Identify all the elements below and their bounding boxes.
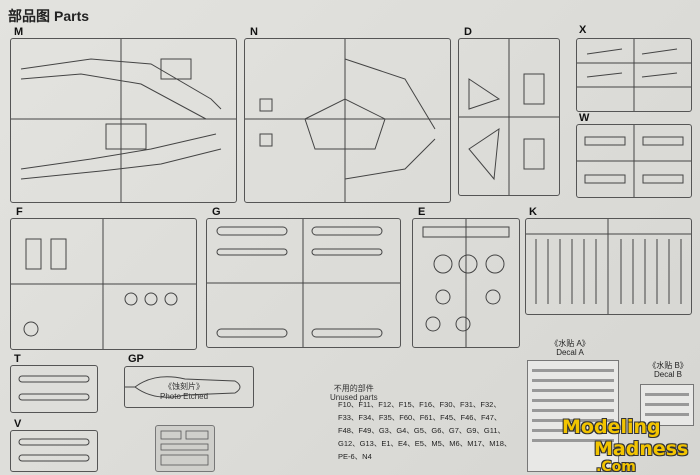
- decal-b-cn: 《水贴 B》: [648, 361, 688, 370]
- sprue-m: [10, 38, 237, 203]
- title-cn: 部品图: [8, 8, 50, 24]
- sprue-v: [10, 430, 98, 472]
- sprue-f: [10, 218, 197, 350]
- sprue-k: [525, 218, 692, 315]
- sprue-t: [10, 365, 98, 413]
- sprue-n: [244, 38, 451, 203]
- unused-parts-heading: 不用的部件 Unused parts: [330, 384, 378, 403]
- sprue-label-e: E: [418, 206, 426, 218]
- unused-en: Unused parts: [330, 392, 378, 402]
- sprue-label-k: K: [529, 206, 537, 218]
- sprue-gp-drawing: [125, 376, 241, 398]
- sprue-d: [458, 38, 560, 196]
- photo-etched-caption: 《蚀刻片》 Photo Etched: [160, 382, 208, 401]
- sprue-n-drawing: [245, 39, 450, 202]
- sprue-m-drawing: [11, 39, 236, 202]
- sprue-g-drawing: [207, 219, 400, 347]
- photo-etched-cn: 《蚀刻片》: [164, 382, 205, 391]
- sprue-label-m: M: [14, 26, 24, 38]
- decal-sheet-b: [640, 384, 694, 426]
- sprue-d-drawing: [459, 39, 559, 195]
- photo-etched-fret: [155, 425, 215, 472]
- decal-a-en: Decal A: [556, 348, 584, 358]
- title-en: Parts: [54, 8, 90, 24]
- photo-etched-en: Photo Etched: [160, 391, 209, 401]
- photo-etched-drawing: [160, 430, 209, 466]
- sprue-e: [412, 218, 520, 348]
- sprue-label-d: D: [464, 26, 472, 38]
- sprue-v-drawing: [18, 438, 90, 462]
- sprue-e-drawing: [422, 219, 510, 347]
- unused-parts-list: F10、F11、F12、F15、F16、F30、F31、F32、F33、F34、…: [338, 400, 512, 461]
- unused-cn: 不用的部件: [333, 384, 374, 393]
- sprue-gp: [124, 366, 254, 408]
- sprue-label-n: N: [250, 26, 258, 38]
- sprue-g: [206, 218, 401, 348]
- sprue-t-drawing: [18, 375, 90, 401]
- watermark-line-2: Madness: [594, 438, 689, 460]
- watermark-line-1: Modeling: [562, 416, 661, 438]
- sprue-x-drawing: [577, 39, 691, 111]
- sprue-f-drawing: [11, 219, 196, 349]
- sprue-label-f: F: [16, 206, 23, 218]
- decal-b-caption: 《水贴 B》 Decal B: [640, 361, 696, 379]
- sprue-label-w: W: [579, 112, 590, 124]
- sprue-label-v: V: [14, 418, 22, 430]
- sprue-k-drawing: [526, 219, 691, 314]
- sprue-label-x: X: [579, 24, 587, 36]
- sprue-w: [576, 124, 692, 198]
- sprue-w-drawing: [577, 125, 691, 197]
- watermark-line-3: .Com: [596, 459, 636, 475]
- sprue-label-t: T: [14, 353, 21, 365]
- sprue-label-g: G: [212, 206, 221, 218]
- decal-a-cn: 《水贴 A》: [550, 339, 590, 348]
- sprue-label-gp: GP: [128, 353, 144, 365]
- decal-b-en: Decal B: [653, 370, 682, 380]
- sprue-x: [576, 38, 692, 112]
- decal-a-caption: 《水贴 A》 Decal A: [545, 339, 595, 357]
- modeling-madness-watermark: Modeling Madness .Com: [562, 414, 700, 475]
- decal-sheet-a: [527, 360, 619, 472]
